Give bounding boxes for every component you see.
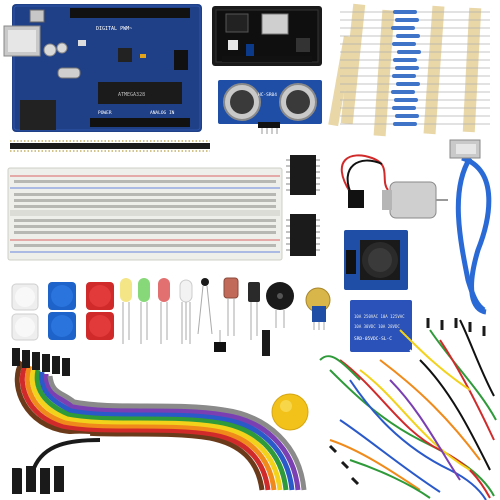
usb-cable: [449, 139, 492, 315]
button-white-2: [11, 313, 39, 341]
thermistor: [197, 278, 213, 335]
led-yellow: [120, 278, 132, 344]
power-label: POWER: [98, 110, 112, 116]
push-button-caps: [11, 282, 114, 341]
dc-jack: [20, 100, 56, 130]
relay-line-3: SRD-05VDC-SL-C: [354, 336, 392, 342]
relay-module: 10A 250VAC 10A 125VAC 10A 30VDC 10A 28VD…: [350, 300, 412, 352]
relay-line-2: 10A 30VDC 10A 28VDC: [354, 324, 400, 329]
capacitor: [248, 282, 260, 340]
power-supply-module: [212, 6, 322, 66]
button-blue-2: [48, 312, 76, 340]
atmega-chip: [98, 82, 182, 104]
led-red: [158, 278, 170, 344]
resistor-set: [328, 3, 490, 137]
potentiometer: [305, 287, 331, 330]
ic-chip-top: [286, 155, 320, 195]
svg-text:ATMEGA328: ATMEGA328: [118, 92, 145, 98]
pin-header-strip: [10, 140, 210, 152]
breadboard: [7, 167, 283, 261]
button-red-2: [86, 312, 114, 340]
joystick-module: [344, 230, 408, 290]
sensor-label: HC-SR04: [258, 92, 277, 98]
digital-header: [70, 8, 190, 18]
diode: [214, 330, 226, 352]
jumper-wire-bundle: [319, 318, 497, 500]
led-set: [120, 278, 193, 344]
power-header: [90, 118, 190, 127]
relay-line-1: 10A 250VAC 10A 125VAC: [354, 314, 405, 319]
dc-motor: [340, 154, 448, 219]
digital-label: DIGITAL PWM~: [96, 26, 132, 32]
led-rgb: [179, 279, 193, 344]
button-blue-1: [48, 282, 76, 310]
led-green: [138, 278, 150, 344]
reset-button: [29, 9, 45, 23]
usb-socket: [261, 13, 289, 35]
jumper-ribbon-cable: [12, 348, 307, 494]
ultrasonic-sensor: HC-SR04: [218, 80, 322, 134]
tilt-switch: [262, 330, 270, 356]
ic-chip-bottom: [286, 214, 320, 256]
photoresistor: [223, 277, 239, 336]
yellow-joystick-cap: [271, 393, 309, 431]
buzzer: [266, 282, 294, 328]
button-red-1: [86, 282, 114, 310]
button-white-1: [11, 283, 39, 311]
microcontroller-board: DIGITAL PWM~ POWER ANALOG IN ATMEGA328: [3, 4, 202, 132]
analog-label: ANALOG IN: [150, 110, 175, 116]
